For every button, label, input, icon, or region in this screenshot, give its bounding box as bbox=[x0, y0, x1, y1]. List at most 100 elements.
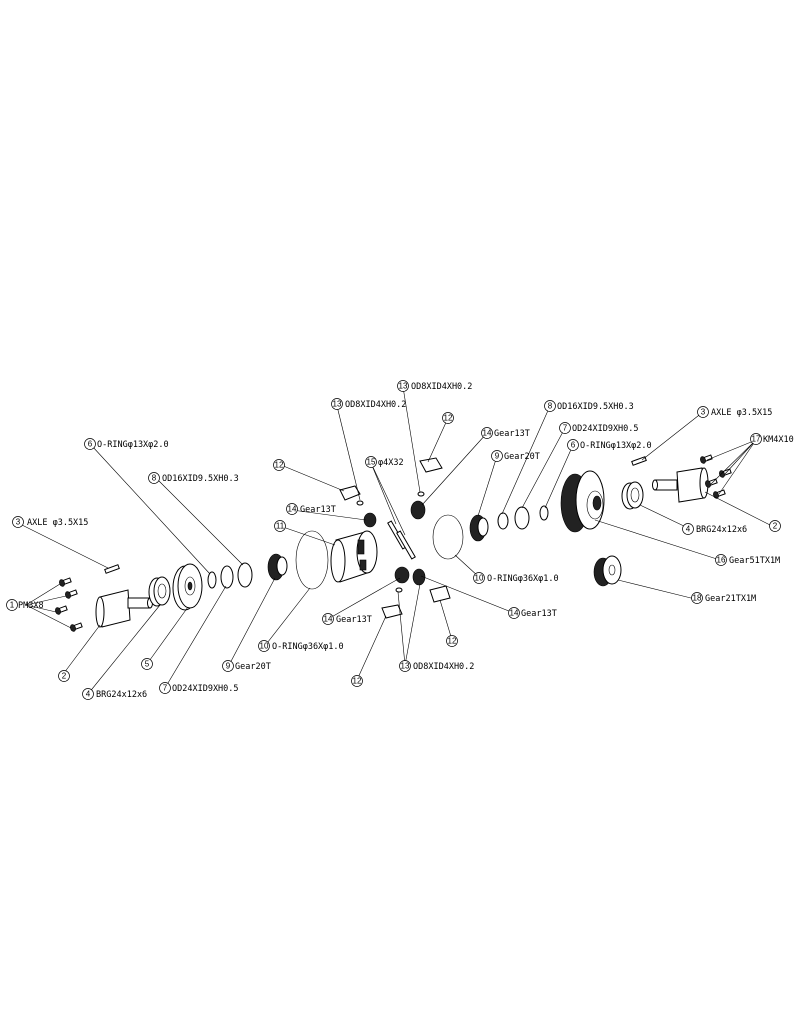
svg-text:12: 12 bbox=[353, 677, 362, 686]
callout-12-d: 12 bbox=[446, 635, 458, 647]
svg-text:15: 15 bbox=[367, 458, 376, 467]
diff-case bbox=[330, 530, 378, 583]
washer-left-7 bbox=[220, 565, 234, 589]
bearing-left bbox=[148, 576, 171, 607]
callout-4-left: 4 BRG24x12x6 bbox=[82, 688, 147, 700]
callout-4-right: 4 BRG24x12x6 bbox=[682, 523, 747, 535]
spider-gear-lower-right bbox=[412, 568, 426, 586]
bearing-right bbox=[621, 481, 644, 510]
svg-text:17: 17 bbox=[752, 435, 761, 444]
svg-text:Gear13T: Gear13T bbox=[300, 505, 336, 515]
svg-text:14: 14 bbox=[288, 505, 297, 514]
leader-lines bbox=[21, 386, 775, 695]
svg-text:OD16XID9.5XH0.3: OD16XID9.5XH0.3 bbox=[162, 474, 239, 484]
washer-left-8 bbox=[237, 562, 253, 588]
svg-text:Gear20T: Gear20T bbox=[504, 452, 540, 462]
svg-text:O-RINGφ13Xφ2.0: O-RINGφ13Xφ2.0 bbox=[97, 440, 169, 450]
bevel-gear-right bbox=[469, 514, 489, 542]
block-top bbox=[419, 457, 443, 473]
svg-text:7: 7 bbox=[163, 684, 168, 693]
svg-text:18: 18 bbox=[693, 594, 702, 603]
svg-text:BRG24x12x6: BRG24x12x6 bbox=[696, 525, 747, 535]
washer-right-8 bbox=[497, 512, 509, 530]
svg-text:14: 14 bbox=[324, 615, 333, 624]
svg-text:12: 12 bbox=[275, 461, 284, 470]
svg-text:PM3X8: PM3X8 bbox=[18, 601, 44, 611]
housing-plate-left bbox=[172, 563, 203, 611]
axle-pin-left bbox=[104, 564, 120, 574]
svg-text:6: 6 bbox=[571, 441, 576, 450]
callout-2-left: 2 bbox=[58, 670, 70, 682]
block-lower bbox=[381, 604, 403, 619]
svg-text:O-RINGφ36Xφ1.0: O-RINGφ36Xφ1.0 bbox=[272, 642, 344, 652]
axle-pin-right bbox=[631, 456, 647, 466]
svg-text:13: 13 bbox=[399, 382, 408, 391]
svg-text:Gear51TX1M: Gear51TX1M bbox=[729, 556, 780, 566]
svg-text:1: 1 bbox=[10, 601, 15, 610]
outdrive-left bbox=[95, 589, 153, 628]
svg-text:9: 9 bbox=[226, 662, 231, 671]
svg-text:2: 2 bbox=[62, 672, 67, 681]
spider-gear-lower-left bbox=[394, 566, 410, 584]
svg-text:O-RINGφ13Xφ2.0: O-RINGφ13Xφ2.0 bbox=[580, 441, 652, 451]
svg-text:OD8XID4XH0.2: OD8XID4XH0.2 bbox=[413, 662, 474, 672]
shim-top bbox=[417, 491, 425, 497]
svg-text:12: 12 bbox=[444, 414, 453, 423]
svg-text:Gear13T: Gear13T bbox=[494, 429, 530, 439]
callout-7-left: 7 OD24XID9XH0.5 bbox=[159, 682, 239, 694]
svg-text:OD24XID9XH0.5: OD24XID9XH0.5 bbox=[172, 684, 239, 694]
spur-gear-51t bbox=[560, 470, 605, 533]
svg-text:4: 4 bbox=[86, 690, 91, 699]
svg-text:O-RINGφ36Xφ1.0: O-RINGφ36Xφ1.0 bbox=[487, 574, 559, 584]
svg-text:9: 9 bbox=[495, 452, 500, 461]
oring-right-6 bbox=[539, 505, 549, 521]
callout-6-right: 6 O-RINGφ13Xφ2.0 bbox=[567, 439, 652, 451]
svg-text:11: 11 bbox=[276, 522, 285, 531]
svg-text:AXLE φ3.5X15: AXLE φ3.5X15 bbox=[27, 518, 88, 528]
callout-12-b: 12 bbox=[442, 412, 454, 424]
oring-left-6 bbox=[207, 571, 217, 589]
callout-12-a: 12 bbox=[273, 459, 285, 471]
washer-right-7 bbox=[514, 506, 530, 530]
callout-5: 5 bbox=[141, 658, 153, 670]
svg-text:φ4X32: φ4X32 bbox=[378, 458, 404, 468]
block-lower-right bbox=[429, 585, 451, 603]
svg-text:10: 10 bbox=[260, 642, 269, 651]
oring-large-right bbox=[432, 514, 464, 560]
callout-11: 11 bbox=[274, 520, 286, 532]
svg-text:KM4X10: KM4X10 bbox=[763, 435, 794, 445]
svg-text:5: 5 bbox=[145, 660, 150, 669]
shim-lower bbox=[395, 587, 403, 593]
svg-text:3: 3 bbox=[701, 408, 706, 417]
svg-text:12: 12 bbox=[448, 637, 457, 646]
svg-text:BRG24x12x6: BRG24x12x6 bbox=[96, 690, 147, 700]
callout-8-left: 8 OD16XID9.5XH0.3 bbox=[148, 472, 239, 484]
oring-large-left bbox=[295, 530, 329, 590]
svg-text:2: 2 bbox=[773, 522, 778, 531]
svg-text:4: 4 bbox=[686, 525, 691, 534]
svg-text:OD8XID4XH0.2: OD8XID4XH0.2 bbox=[345, 400, 406, 410]
svg-text:8: 8 bbox=[152, 474, 157, 483]
svg-text:Gear13T: Gear13T bbox=[521, 609, 557, 619]
callout-9-right: 9 Gear20T bbox=[491, 450, 540, 462]
svg-text:Gear21TX1M: Gear21TX1M bbox=[705, 594, 756, 604]
spider-gear-top bbox=[410, 500, 426, 520]
